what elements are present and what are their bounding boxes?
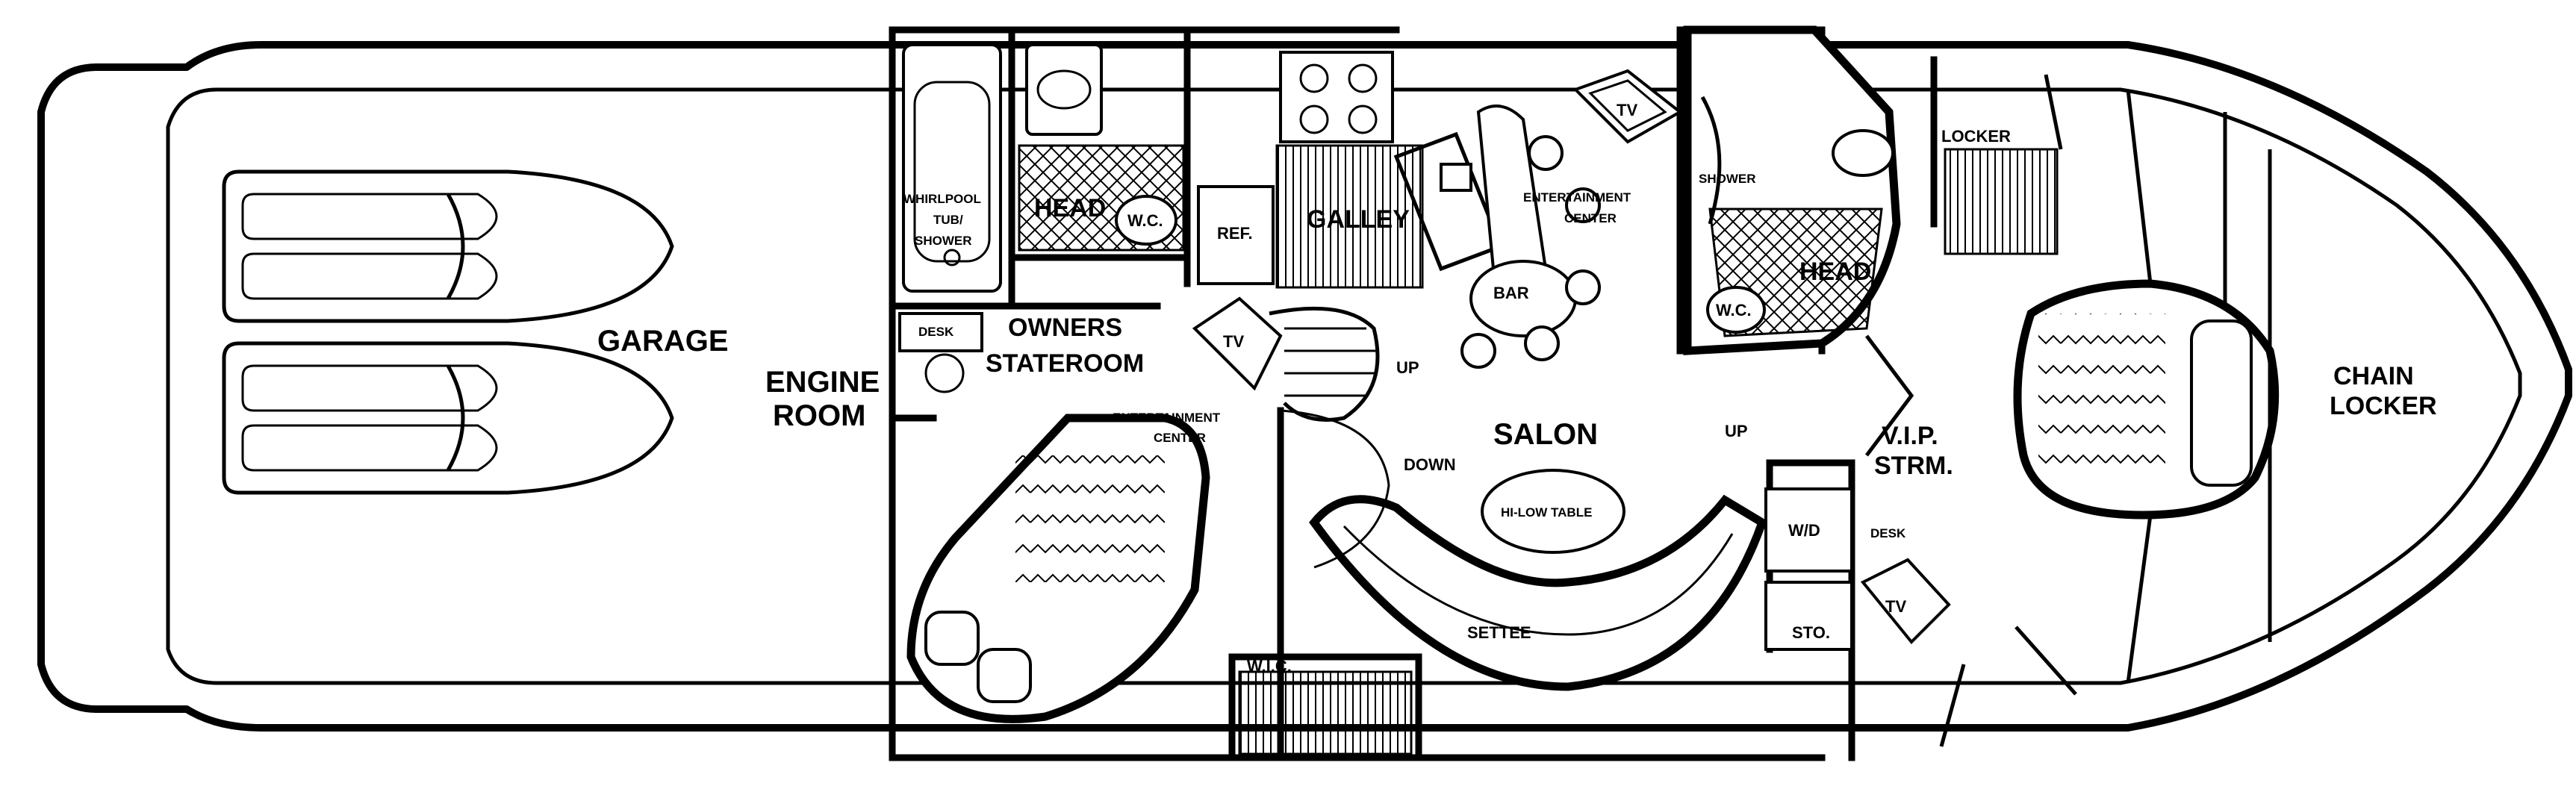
label-whirlpool-1: WHIRLPOOL [903, 192, 981, 206]
forward-hull-panels [1939, 89, 2272, 747]
label-chain-1: CHAIN [2333, 362, 2414, 390]
label-tv-galley: TV [1617, 101, 1637, 119]
label-salon: SALON [1493, 418, 1598, 451]
label-whirlpool-2: TUB/ [933, 213, 963, 227]
label-head-fwd: HEAD [1799, 258, 1871, 286]
label-bar: BAR [1493, 284, 1529, 302]
label-wd: W/D [1788, 521, 1820, 540]
label-tv-owner: TV [1223, 332, 1244, 351]
label-tv-vip: TV [1885, 597, 1906, 616]
garage-tender-top [222, 169, 674, 323]
owner-stateroom-furniture [898, 312, 1210, 723]
label-engine-room-2: ROOM [773, 399, 865, 432]
hull-inner-line [166, 87, 2522, 685]
salon-tv [1572, 69, 1683, 144]
label-ent-center-owner-1: ENTERTAINMENT [1113, 411, 1221, 425]
label-garage: GARAGE [597, 325, 729, 358]
label-ent-center-salon-2: CENTER [1564, 211, 1617, 225]
label-desk-owner: DESK [918, 325, 954, 339]
label-up-fwd-stairs: UP [1396, 358, 1419, 377]
plan-labels: GARAGE ENGINE ROOM WHIRLPOOL TUB/ SHOWER… [597, 101, 2437, 676]
head-aft [1018, 43, 1185, 252]
label-vip-2: STRM. [1874, 452, 1953, 480]
label-ent-center-salon-1: ENTERTAINMENT [1523, 190, 1631, 205]
utility-block [1764, 334, 1951, 651]
salon-settee [1309, 469, 1767, 691]
galley [1197, 51, 1577, 337]
label-shower-fwd: SHOWER [1699, 172, 1756, 186]
label-wic: W.I.C. [1247, 657, 1292, 676]
label-head-aft: HEAD [1034, 194, 1106, 222]
bar-stools [1460, 135, 1601, 369]
label-owners-2: STATEROOM [986, 349, 1144, 378]
label-wc-aft: W.C. [1127, 211, 1163, 230]
head-forward [1683, 25, 1901, 355]
label-wc-fwd: W.C. [1716, 301, 1752, 319]
label-owners-1: OWNERS [1008, 314, 1122, 342]
whirlpool-tub [902, 43, 1002, 293]
label-locker: LOCKER [1941, 127, 2011, 146]
label-desk-vip: DESK [1870, 526, 1906, 540]
label-settee: SETTEE [1467, 623, 1531, 642]
label-vip-1: V.I.P. [1882, 422, 1938, 450]
salon-door-arc [1280, 409, 1390, 569]
garage-tender-bottom [222, 341, 674, 495]
label-chain-2: LOCKER [2330, 392, 2437, 420]
label-ref: REF. [1217, 224, 1253, 243]
owner-tv [1192, 296, 1283, 391]
label-up-vip: UP [1725, 422, 1748, 440]
label-galley: GALLEY [1307, 205, 1410, 234]
wic-closet [1238, 670, 1413, 755]
label-ent-center-owner-2: CENTER [1154, 431, 1206, 445]
label-engine-room-1: ENGINE [765, 366, 880, 399]
label-sto: STO. [1792, 623, 1830, 642]
aft-stairs [1269, 306, 1380, 422]
label-down: DOWN [1404, 455, 1456, 474]
locker-area [1930, 56, 2063, 255]
vip-berth [2013, 279, 2280, 520]
label-hilow-table: HI-LOW TABLE [1501, 505, 1592, 520]
label-whirlpool-3: SHOWER [915, 234, 972, 248]
